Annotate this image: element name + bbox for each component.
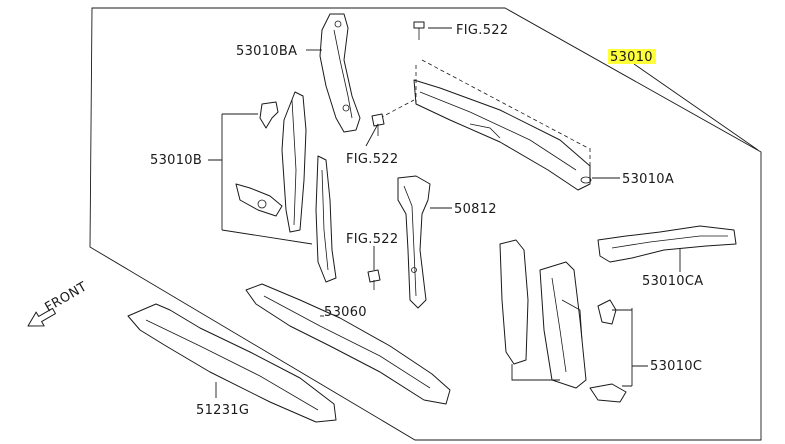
leader-53010c-side bbox=[511, 364, 560, 381]
assembly-frame bbox=[89, 7, 762, 441]
label-53010a[interactable]: 53010A bbox=[622, 172, 674, 187]
label-fig-mid[interactable]: FIG.522 bbox=[346, 152, 398, 167]
part-53010c[interactable] bbox=[499, 239, 627, 403]
part-53010b[interactable] bbox=[235, 91, 337, 283]
part-51231g[interactable] bbox=[127, 303, 337, 423]
label-fig-low[interactable]: FIG.522 bbox=[346, 232, 398, 247]
label-53010ba[interactable]: 53010BA bbox=[236, 44, 297, 59]
leader-53010 bbox=[633, 63, 759, 151]
label-53010c[interactable]: 53010C bbox=[650, 359, 702, 374]
front-arrow-icon bbox=[27, 307, 56, 327]
leader-53010b bbox=[208, 113, 313, 245]
label-53010b[interactable]: 53010B bbox=[150, 153, 202, 168]
label-51231g[interactable]: 51231G bbox=[196, 403, 249, 418]
part-53010ca[interactable] bbox=[597, 225, 737, 263]
bolt-icon bbox=[367, 269, 381, 290]
leader-fig-mid bbox=[365, 123, 379, 147]
part-53010a[interactable] bbox=[413, 79, 592, 191]
assembly-highlight bbox=[608, 49, 656, 64]
part-50812[interactable] bbox=[397, 175, 431, 309]
label-53010[interactable]: 53010 bbox=[610, 50, 653, 65]
part-53010ba[interactable] bbox=[319, 13, 361, 133]
label-front: FRONT bbox=[43, 280, 90, 316]
dash-line-1 bbox=[421, 59, 589, 149]
leader-53010c bbox=[612, 308, 648, 387]
dash-line-4 bbox=[379, 99, 415, 119]
bolt-icon bbox=[413, 21, 425, 40]
label-fig-top[interactable]: FIG.522 bbox=[456, 23, 508, 38]
bolt-icon bbox=[371, 113, 385, 136]
label-50812[interactable]: 50812 bbox=[454, 202, 497, 217]
part-53060[interactable] bbox=[245, 283, 451, 405]
label-53060[interactable]: 53060 bbox=[324, 305, 367, 320]
label-53010ca[interactable]: 53010CA bbox=[642, 274, 703, 289]
